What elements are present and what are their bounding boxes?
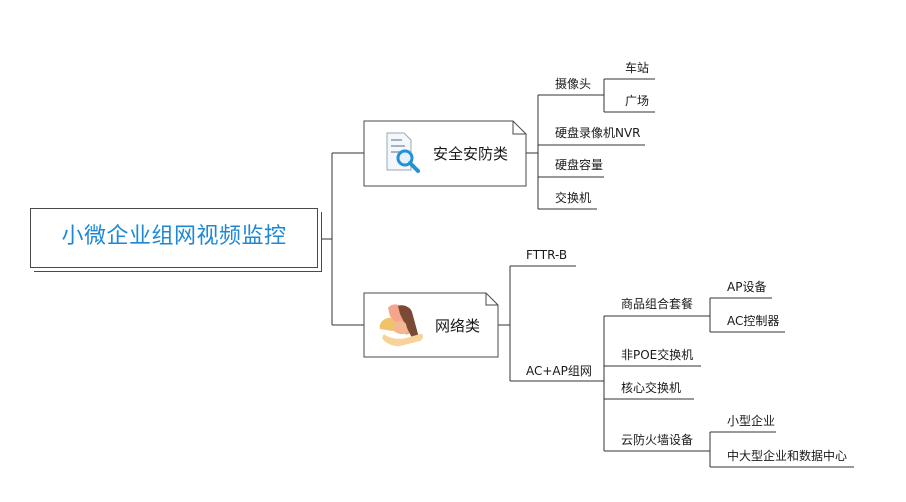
node-ap-device: AP设备 [727, 280, 767, 294]
node-fttr-b: FTTR-B [526, 248, 568, 262]
node-non-poe-switch: 非POE交换机 [621, 348, 694, 362]
category-label-security: 安全安防类 [433, 145, 509, 163]
node-square: 广场 [625, 94, 650, 108]
node-camera: 摄像头 [555, 77, 592, 91]
node-large-enterprise: 中大型企业和数据中心 [727, 449, 848, 463]
root-title: 小微企业组网视频监控 [61, 224, 287, 249]
root-node: 小微企业组网视频监控 [30, 208, 318, 268]
node-ac-ap: AC+AP组网 [526, 364, 592, 378]
node-small-enterprise: 小型企业 [727, 414, 776, 428]
node-cloud-firewall: 云防火墙设备 [621, 433, 694, 447]
node-switch: 交换机 [555, 191, 592, 205]
category-label-network: 网络类 [435, 317, 481, 335]
node-bundle: 商品组合套餐 [621, 297, 694, 311]
node-nvr: 硬盘录像机NVR [555, 126, 641, 140]
teamwork-hands-icon [379, 304, 423, 347]
document-search-icon [386, 132, 420, 173]
node-disk-capacity: 硬盘容量 [555, 158, 604, 172]
node-core-switch: 核心交换机 [621, 381, 682, 395]
node-station: 车站 [625, 61, 650, 75]
node-ac-controller: AC控制器 [727, 314, 780, 328]
